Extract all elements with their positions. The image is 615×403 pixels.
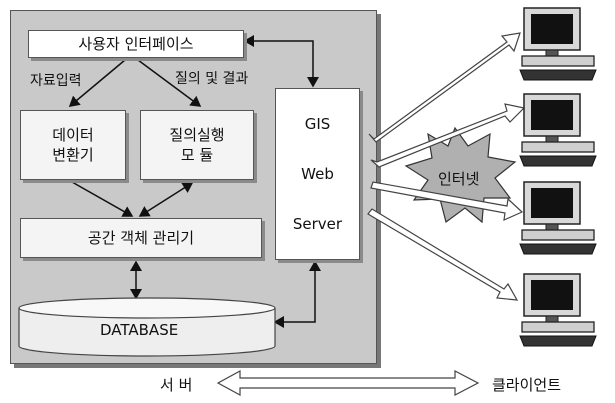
server-caption: 서 버 (160, 376, 193, 394)
internet-label: 인터넷 (438, 170, 480, 188)
client-link-arrows (216, 32, 526, 397)
link-arrow-3 (370, 181, 524, 221)
gis-web-server-box: GIS Web Server (275, 88, 360, 260)
link-arrow-4 (367, 208, 519, 301)
computer-terminal-icon (519, 7, 597, 81)
query-module-line-1: 질의실행 (169, 125, 225, 144)
query-module-box: 질의실행 모 듈 (140, 110, 254, 180)
arrow-converter-to-spatial (71, 181, 134, 217)
computer-terminal-icon (519, 93, 597, 167)
computer-terminal-icon (519, 181, 597, 255)
web-server-line-2: Web (301, 164, 334, 183)
client-caption: 클라이언트 (492, 376, 562, 394)
user-interface-box: 사용자 인터페이스 (28, 30, 244, 58)
user-interface-label: 사용자 인터페이스 (78, 34, 194, 53)
bottom-double-arrow (216, 369, 480, 397)
spatial-manager-label: 공간 객체 관리기 (87, 228, 195, 247)
database-cylinder (18, 297, 276, 357)
web-server-line-1: GIS (304, 114, 331, 133)
arrow-database-webserver (273, 260, 321, 328)
arrow-ui-to-converter (68, 59, 126, 107)
web-server-line-3: Server (292, 214, 343, 233)
input-edge-label: 자료입력 (30, 73, 82, 89)
data-converter-box: 데이터 변환기 (20, 110, 126, 180)
database-label: DATABASE (100, 321, 179, 339)
arrow-ui-to-query (137, 59, 202, 107)
arrow-ui-webserver (243, 35, 319, 88)
spatial-object-manager-box: 공간 객체 관리기 (20, 218, 262, 258)
query-module-line-2: 모 듈 (180, 146, 214, 164)
arrow-query-spatial (138, 182, 194, 217)
converter-line-2: 변환기 (52, 146, 94, 164)
query-edge-label: 질의 및 결과 (175, 71, 249, 87)
converter-line-1: 데이터 (52, 125, 94, 144)
computer-terminal-icon (519, 273, 597, 347)
link-arrow-1 (368, 32, 521, 143)
